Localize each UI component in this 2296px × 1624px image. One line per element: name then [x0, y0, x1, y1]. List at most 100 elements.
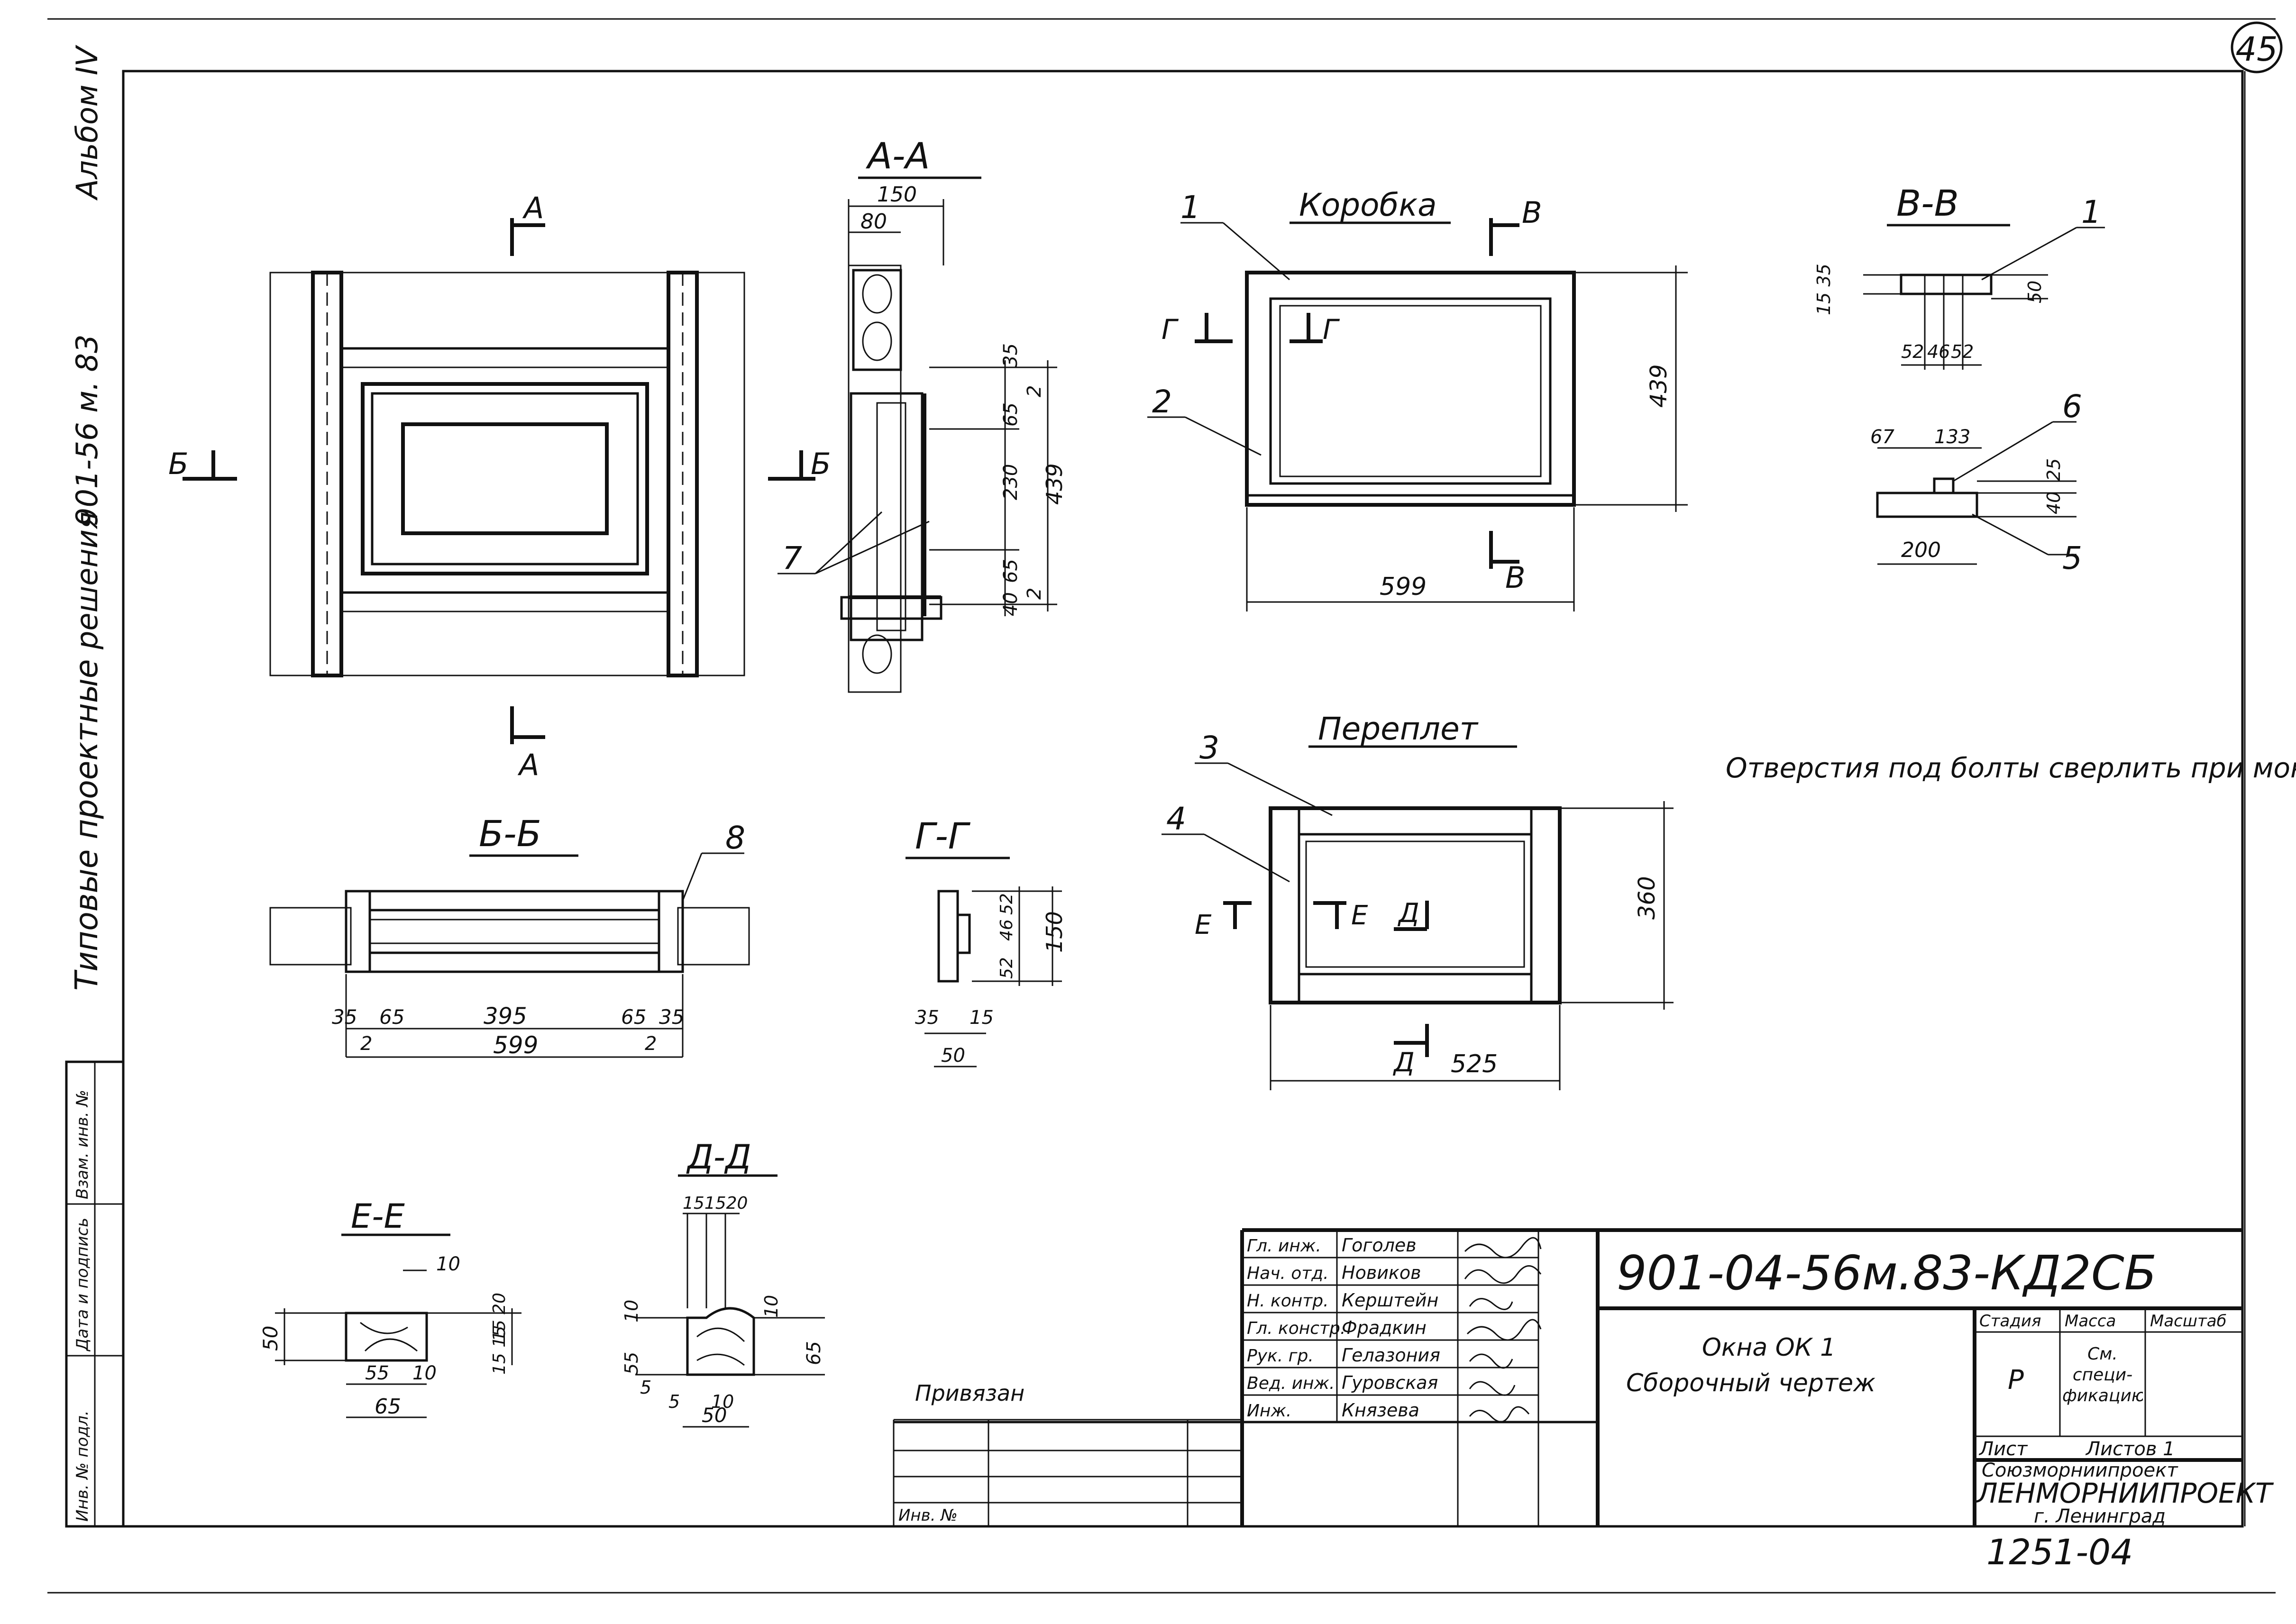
dim-ee-50: 50 [259, 1326, 282, 1351]
dim-bb-395: 395 [484, 1003, 527, 1030]
dim-dd-55: 55 [621, 1352, 642, 1375]
section-dd-title: Д-Д [686, 1138, 751, 1177]
title-block: Гл. инж. Гоголев Нач. отд. Новиков Н. ко… [893, 1228, 2274, 1573]
cut-a-top: А [522, 191, 544, 225]
dim-vv-52a: 52 [1901, 341, 1924, 362]
section-aa-title: А-А [865, 135, 930, 177]
staff-name-0: Гоголев [1342, 1235, 1417, 1256]
section-a-a: А-А 150 80 35 2 65 230 439 65 40 2 [778, 135, 1067, 693]
dim-gg-150: 150 [1042, 911, 1067, 953]
staff-name-4: Гелазония [1342, 1345, 1440, 1366]
cut-g-left: Г [1162, 313, 1179, 346]
cut-v-bottom: В [1505, 560, 1526, 595]
org-name-1: Союзморниипроект [1982, 1460, 2178, 1481]
signatures [1464, 1237, 1542, 1423]
dim-bb-2a: 2 [360, 1033, 372, 1055]
dim-bb-35a: 35 [332, 1005, 357, 1029]
note-text: Отверстия под болты сверлить при монтаже [1726, 752, 2296, 784]
cut-g-right: Г [1323, 313, 1340, 346]
mark-8: 8 [725, 820, 745, 856]
sash-view: Переплет 360 525 Е Е Д Д 3 4 [1162, 711, 1674, 1090]
dim-gg-46: 46 [997, 919, 1016, 941]
staff-role-3: Гл. констр. [1247, 1319, 1345, 1338]
section-bb-title: Б-Б [479, 812, 541, 855]
dim-dd-65: 65 [803, 1341, 825, 1365]
doc-code: 901-04-56м.83-КД2СБ [1617, 1245, 2157, 1301]
dim-bb-599: 599 [493, 1031, 538, 1059]
stage-value: Р [2008, 1365, 2024, 1396]
org-name-2: ЛЕНМОРНИИПРОЕКТ [1976, 1477, 2274, 1509]
section-d-d: Д-Д 151520 10 55 10 65 5 5 10 50 [621, 1138, 825, 1428]
section-g-g: Г-Г 52 46 52 150 35 15 50 [906, 815, 1067, 1067]
sash-title: Переплет [1318, 711, 1479, 747]
cut-d-top: Д [1397, 898, 1419, 929]
dim-ee-10b: 10 [412, 1362, 437, 1384]
cut-b-left: Б [168, 447, 189, 481]
dim-ee-55: 55 [365, 1362, 389, 1384]
window-elevation: А А Б Б [168, 191, 831, 782]
dim-vv-133: 133 [1934, 426, 1970, 448]
assembly-note: Отверстия под болты сверлить при монтаже [1726, 752, 2296, 784]
cut-b-right: Б [811, 447, 831, 481]
dim-aa-40: 40 [1000, 592, 1022, 616]
dim-ee-1520: 15 20 [490, 1293, 509, 1341]
staff-name-1: Новиков [1342, 1262, 1421, 1283]
dim-dd-151520: 151520 [683, 1194, 748, 1213]
dim-aa-65b: 65 [1000, 559, 1022, 583]
cut-v-top: В [1522, 195, 1542, 230]
dim-gg-15: 15 [970, 1007, 994, 1029]
dim-dd-10c: 10 [711, 1391, 734, 1412]
dim-bb-65b: 65 [621, 1005, 646, 1029]
dim-bb-65a: 65 [379, 1005, 404, 1029]
dim-dd-50: 50 [702, 1404, 727, 1427]
strip-album: Альбом IV [70, 44, 104, 201]
dim-aa-35: 35 [1000, 343, 1022, 367]
mark-1-section: 1 [2081, 194, 2101, 230]
cut-e-right: Е [1351, 900, 1368, 931]
cut-a-bottom: А [517, 748, 539, 782]
dim-aa-230: 230 [1000, 464, 1022, 500]
dim-box-599: 599 [1380, 573, 1427, 601]
mark-4: 4 [1166, 801, 1186, 837]
archive-number: 1251-04 [1986, 1532, 2133, 1573]
strip-series: 901-56 м. 83 [70, 335, 104, 526]
dim-gg-35: 35 [915, 1007, 939, 1029]
stage-header: Стадия [1979, 1312, 2041, 1331]
staff-name-6: Князева [1342, 1400, 1419, 1421]
staff-role-5: Вед. инж. [1247, 1374, 1335, 1393]
sheet-label: Лист [1978, 1438, 2028, 1460]
dim-aa-80: 80 [860, 210, 887, 234]
dim-vv-25: 25 [2043, 458, 2064, 481]
description-line-2: Сборочный чертеж [1626, 1369, 1875, 1397]
section-vv-title: В-В [1896, 182, 1959, 224]
dim-ee-10: 10 [436, 1253, 460, 1275]
strip-projects: Типовые проектные [68, 659, 105, 991]
mark-6: 6 [2062, 388, 2082, 425]
side-strip: Альбом IV 901-56 м. 83 решения Типовые п… [65, 44, 125, 1528]
sheet-number-text: 45 [2235, 30, 2278, 69]
staff-role-2: Н. контр. [1247, 1291, 1329, 1311]
section-e-e: Е-Е 50 10 15 20 15 15 55 10 65 [259, 1197, 521, 1419]
cut-d-bottom: Д [1392, 1047, 1415, 1078]
staff-name-2: Керштейн [1342, 1290, 1438, 1311]
dim-aa-439: 439 [1042, 463, 1067, 505]
dim-dd-5b: 5 [668, 1391, 680, 1412]
dim-vv-200: 200 [1901, 538, 1941, 562]
dim-aa-2a: 2 [1024, 385, 1045, 397]
dim-ee-1515: 15 15 [490, 1326, 509, 1375]
dim-box-439: 439 [1646, 364, 1672, 408]
description-line-1: Окна ОК 1 [1702, 1333, 1836, 1362]
dim-sash-360: 360 [1634, 876, 1660, 920]
dim-ee-65: 65 [375, 1395, 401, 1419]
dim-bb-2b: 2 [645, 1033, 657, 1055]
dim-vv-40: 40 [2043, 492, 2064, 514]
mark-5: 5 [2062, 540, 2082, 576]
strip-cell-replace: Взам. инв. № [73, 1090, 92, 1199]
dim-gg-52a: 52 [997, 893, 1016, 915]
dim-aa-150: 150 [877, 182, 917, 207]
sheets-label: Листов 1 [2085, 1438, 2175, 1460]
dim-vv-67: 67 [1870, 426, 1894, 448]
mark-7: 7 [782, 540, 802, 576]
strip-cell-date: Дата и подпись [73, 1218, 92, 1352]
